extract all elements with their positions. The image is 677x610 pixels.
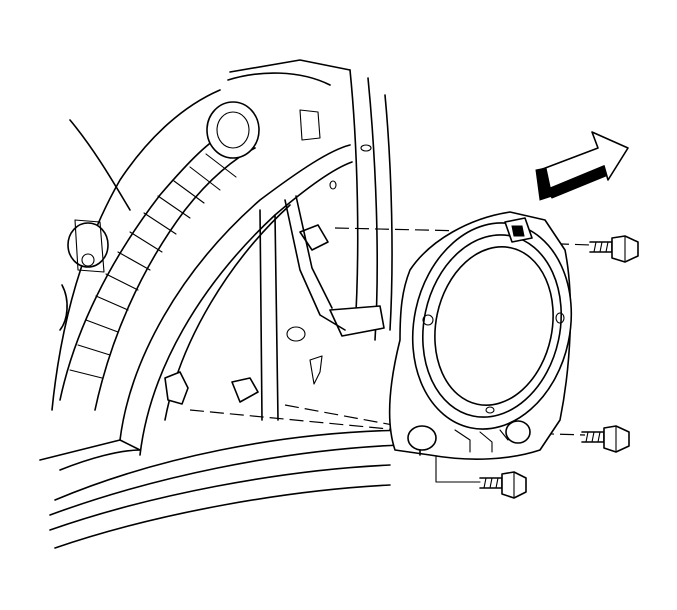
wire-clips: [164, 195, 385, 405]
speaker: [411, 217, 573, 430]
bolt-upper: [589, 235, 639, 263]
front-arrow: [535, 131, 629, 201]
bolt-lower-right: [581, 425, 630, 453]
bolt-bottom: [479, 471, 527, 499]
wiring-harness: [59, 101, 260, 411]
